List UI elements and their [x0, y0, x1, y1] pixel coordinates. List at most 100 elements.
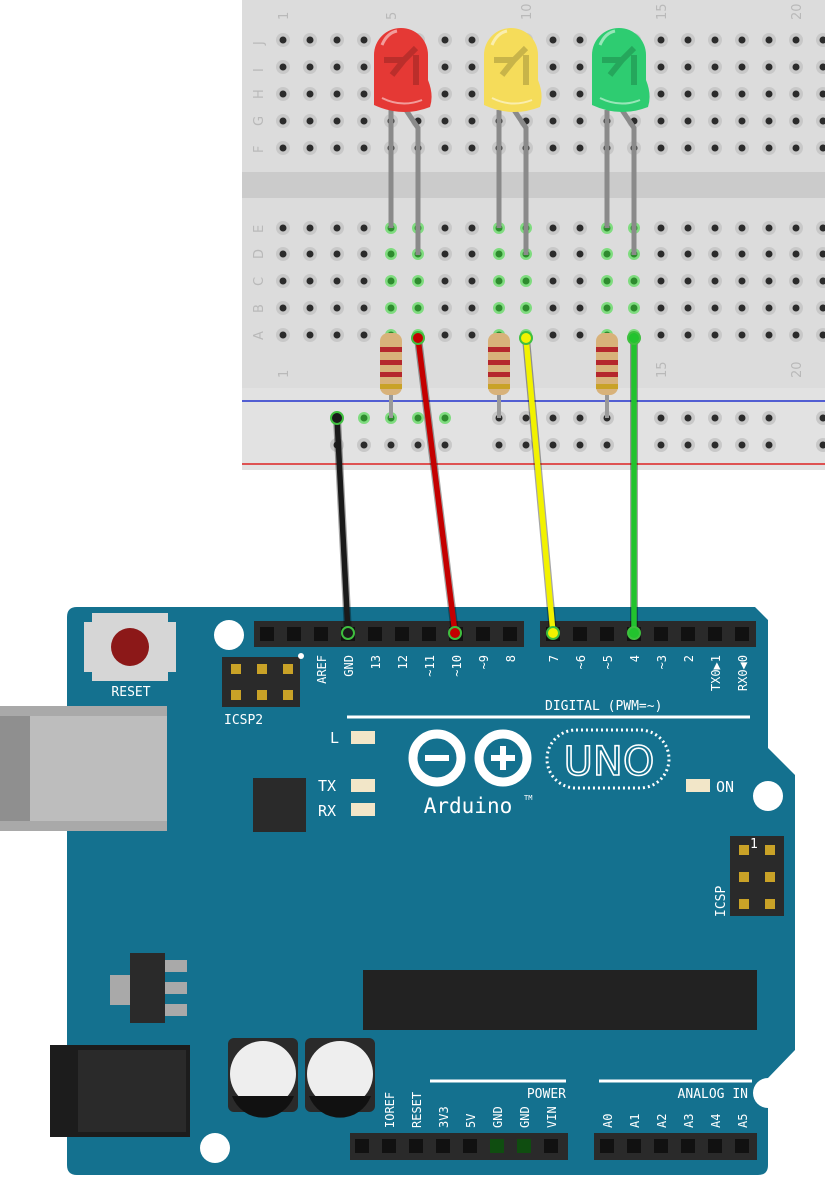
pin-label: AREF: [315, 655, 329, 684]
analog-pin-label: A1: [628, 1114, 642, 1128]
led-yellow: [484, 28, 542, 113]
pin-label: ~3: [655, 655, 669, 669]
arduino-board: [67, 607, 795, 1175]
pin-label: RX0◀0: [736, 655, 750, 691]
pin-label: 4: [628, 655, 642, 662]
power-pin-label: 3V3: [437, 1106, 451, 1128]
wire-red[interactable]: [411, 331, 462, 640]
column-number: 15: [655, 361, 670, 378]
uno-badge: [545, 728, 671, 790]
resistor: [380, 333, 402, 418]
led-red: [374, 28, 432, 113]
pin-label: ~9: [477, 655, 491, 669]
header-pin: [355, 1139, 369, 1153]
icsp2-pin: [231, 690, 241, 700]
breadboard-center-channel: [242, 172, 825, 198]
icsp-pin: [765, 899, 775, 909]
reset-button[interactable]: [84, 613, 176, 681]
header-pin: [654, 1139, 668, 1153]
header-pin: [287, 627, 301, 641]
header-pin: [490, 1139, 504, 1153]
digital-header-right: [540, 621, 756, 647]
analog-pin-label: A5: [736, 1114, 750, 1128]
column-number: 15: [655, 3, 670, 20]
pin-label: ~11: [423, 655, 437, 677]
header-pin: [681, 627, 695, 641]
led-legs: [388, 108, 637, 255]
arduino-logo: [408, 729, 532, 787]
wire-end: [341, 626, 355, 640]
icsp-pin1-label: 1: [750, 837, 758, 852]
led-tx-label: TX: [318, 777, 336, 795]
pin-label: 7: [547, 655, 561, 662]
header-pin: [260, 627, 274, 641]
mounting-holes: [200, 620, 783, 1163]
header-pin: [395, 627, 409, 641]
reset-label: RESET: [111, 685, 150, 700]
icsp-pin: [739, 845, 749, 855]
icsp2-pin: [257, 690, 267, 700]
pin-label: 8: [504, 655, 518, 662]
pin-label: 2: [682, 655, 696, 662]
column-number: 20: [790, 361, 805, 378]
wire-yellow[interactable]: [519, 331, 560, 640]
led-on-label: ON: [716, 778, 734, 796]
pin-label: TX0▶1: [709, 655, 723, 691]
power-pin-label: 5V: [464, 1114, 478, 1128]
resistor: [596, 333, 618, 418]
wire-end: [519, 331, 533, 345]
header-pin: [476, 627, 490, 641]
column-number: 5: [385, 12, 400, 20]
row-letter: I: [252, 68, 267, 72]
icsp2-pin: [283, 664, 293, 674]
header-pin: [708, 627, 722, 641]
header-pin: [708, 1139, 722, 1153]
analog-label: ANALOG IN: [678, 1087, 748, 1102]
analog-header: [594, 1133, 757, 1160]
pin-label: 13: [369, 655, 383, 669]
capacitors: [228, 1038, 375, 1118]
header-pin: [503, 627, 517, 641]
logo-tm: TM: [524, 794, 532, 802]
analog-pin-label: A3: [682, 1114, 696, 1128]
led-rx-label: RX: [318, 802, 336, 820]
analog-pin-label: A0: [601, 1114, 615, 1128]
usb-chip: [253, 778, 306, 832]
wire-black[interactable]: [330, 411, 355, 640]
header-pin: [654, 627, 668, 641]
header-pin: [368, 627, 382, 641]
column-number: 10: [520, 3, 535, 20]
wire-green[interactable]: [627, 331, 641, 640]
microcontroller-chip: [363, 970, 757, 1030]
row-letter: J: [252, 41, 267, 46]
header-pin: [735, 1139, 749, 1153]
icsp-pin: [739, 899, 749, 909]
row-letter: C: [252, 277, 267, 286]
header-pin: [600, 627, 614, 641]
voltage-regulator: [110, 953, 187, 1023]
column-number: 1: [277, 370, 292, 378]
icsp2-pin: [231, 664, 241, 674]
icsp2-pin: [283, 690, 293, 700]
wires: [330, 331, 641, 640]
icsp-pin: [739, 872, 749, 882]
header-pin: [517, 1139, 531, 1153]
leds: [374, 28, 650, 113]
wire-end: [330, 411, 344, 425]
pin-label: 12: [396, 655, 410, 669]
header-pin: [422, 627, 436, 641]
header-pin: [600, 1139, 614, 1153]
digital-label: DIGITAL (PWM=~): [545, 699, 662, 714]
row-letter: F: [252, 146, 267, 153]
power-label: POWER: [527, 1087, 566, 1102]
header-pin: [573, 627, 587, 641]
icsp-pin: [765, 845, 775, 855]
wire-end: [411, 331, 425, 345]
header-pin: [463, 1139, 477, 1153]
wire-end: [448, 626, 462, 640]
analog-pin-label: A2: [655, 1114, 669, 1128]
pin-label: ~6: [574, 655, 588, 669]
